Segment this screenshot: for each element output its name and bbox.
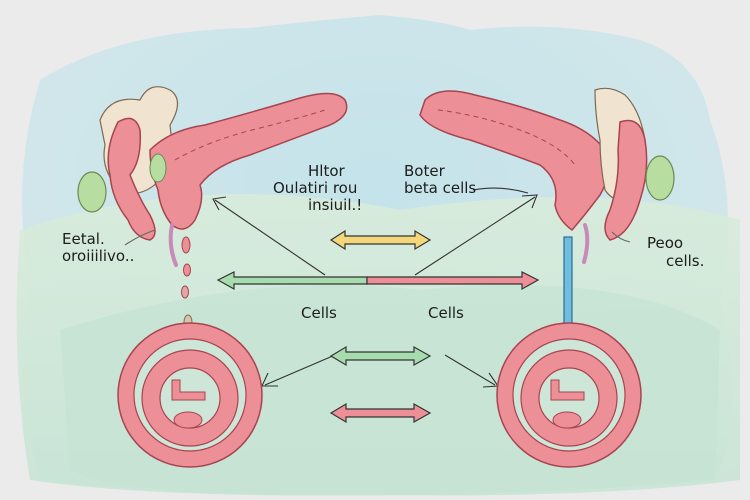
cells-label-right: Cells bbox=[428, 304, 464, 322]
left-organ bbox=[77, 86, 348, 330]
left-small-green bbox=[149, 153, 167, 183]
cells-label-left: Cells bbox=[301, 304, 337, 322]
right-islet bbox=[496, 322, 642, 468]
right-green-node bbox=[645, 155, 675, 201]
center-left-label-line2: Oulatiri rou bbox=[273, 179, 358, 197]
left-side-label-line1: Eetal. bbox=[62, 230, 105, 248]
right-side-label-line2: cells. bbox=[666, 252, 705, 270]
blue-bar bbox=[563, 236, 573, 333]
center-right-label-line2: beta cells bbox=[404, 179, 477, 197]
red-double-arrow bbox=[329, 402, 432, 424]
green-double-arrow bbox=[329, 345, 432, 367]
left-islet bbox=[117, 322, 263, 468]
left-green-node bbox=[77, 171, 107, 213]
center-right-label-line1: Boter bbox=[404, 162, 445, 180]
yellow-double-arrow bbox=[329, 229, 432, 251]
right-organ bbox=[419, 87, 675, 333]
center-left-label-line1: Hltor bbox=[308, 162, 345, 180]
center-left-label-line3: insiuil.! bbox=[308, 196, 363, 214]
right-side-label-line1: Peoo bbox=[647, 234, 684, 252]
long-arrow-red-half bbox=[366, 271, 540, 291]
left-side-label-line2: oroiiilivo.. bbox=[62, 247, 135, 265]
